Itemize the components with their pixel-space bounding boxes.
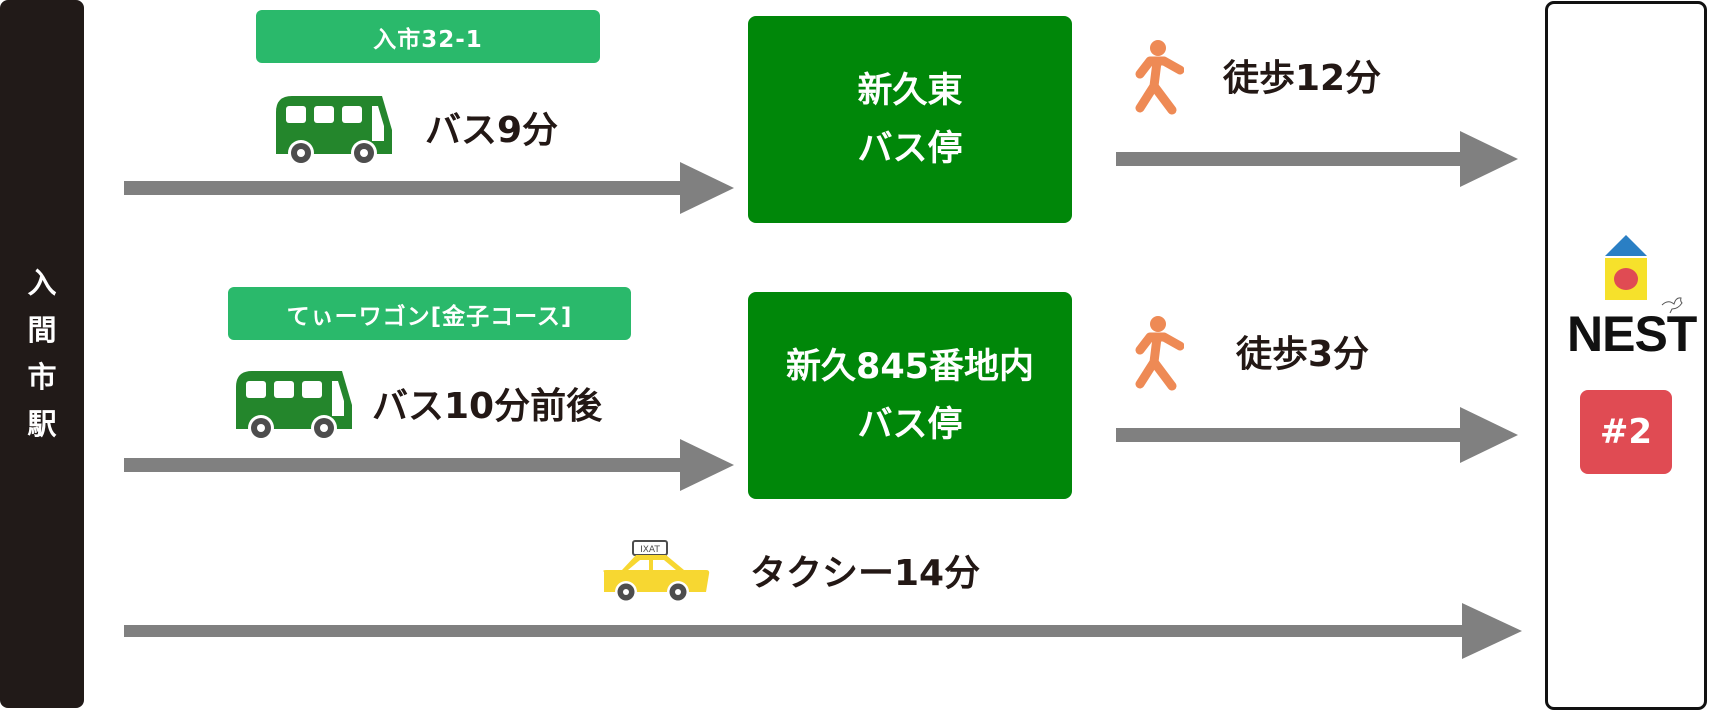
bus-stop-suffix: バス停 [857, 404, 963, 445]
route-tag: てぃーワゴン[金子コース] [228, 287, 631, 340]
bus-stop-box: 新久東 バス停 [748, 16, 1072, 223]
bus-icon [276, 96, 394, 164]
origin-char: 駅 [27, 407, 57, 441]
bus-stop-name: 新久東 [857, 70, 963, 111]
walk-duration: 徒歩12分 [1223, 58, 1382, 99]
arrow-route3-taxi [124, 603, 1522, 659]
route-tag: 入市32-1 [256, 10, 600, 63]
route-duration: バス10分前後 [372, 386, 603, 427]
arrow-route1-walk [1116, 131, 1518, 187]
route-duration: バス9分 [425, 110, 559, 151]
bus-icon [236, 371, 354, 439]
origin-char: 間 [27, 313, 57, 347]
bus-stop-box: 新久845番地内 バス停 [748, 292, 1072, 499]
arrow-route2-bus [124, 439, 734, 491]
taxi-icon: IXAT [600, 540, 712, 606]
walk-duration: 徒歩3分 [1236, 334, 1370, 375]
destination-badge: #2 [1580, 390, 1672, 474]
origin-char: 市 [27, 360, 57, 394]
taxi-sign: IXAT [640, 545, 660, 555]
walking-person-icon [1132, 316, 1184, 392]
origin-char: 入 [27, 266, 57, 300]
nest-house-logo-icon [1604, 235, 1648, 301]
bus-stop-name: 新久845番地内 [785, 346, 1035, 387]
taxi-duration: タクシー14分 [750, 553, 981, 594]
origin-station-bar: 入 間 市 駅 [0, 0, 84, 708]
walking-person-icon [1132, 40, 1184, 116]
destination-box [1545, 1, 1707, 710]
arrow-route1-bus [124, 162, 734, 214]
bird-icon [1660, 295, 1684, 315]
nest-logo-text: NEST [1567, 306, 1697, 362]
bus-stop-suffix: バス停 [857, 128, 963, 169]
arrow-route2-walk [1116, 407, 1518, 463]
